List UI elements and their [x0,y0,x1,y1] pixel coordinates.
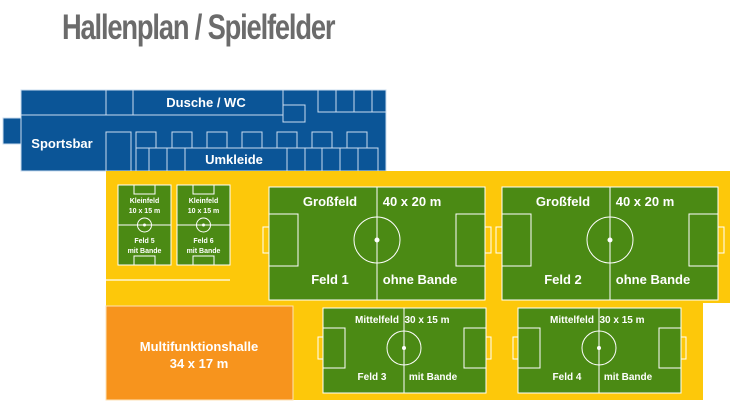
multifunktionshalle-size: 34 x 17 m [170,356,229,371]
field-5-size: 10 x 15 m [129,208,161,215]
field-4-size: 30 x 15 m [599,315,644,326]
field-2[interactable] [495,186,725,301]
field-4-type: Mittelfeld [550,315,594,326]
field-2-boards: ohne Bande [616,272,690,287]
field-3-type: Mittelfeld [355,315,399,326]
page-title: Hallenplan / Spielfelder [62,8,335,47]
field-5[interactable] [117,184,172,266]
field-6-size: 10 x 15 m [188,208,220,215]
field-1-name: Feld 1 [311,272,349,287]
multifunktionshalle-name: Multifunktionshalle [140,339,258,354]
field-1-size: 40 x 20 m [383,194,442,209]
dusche-wc-label: Dusche / WC [166,95,246,110]
field-6[interactable] [176,184,231,266]
field-1-boards: ohne Bande [383,272,457,287]
field-6-name: Feld 6 [193,238,213,245]
field-4-boards: mit Bande [604,372,653,383]
field-5-boards: mit Bande [128,248,162,255]
field-5-type: Kleinfeld [130,198,160,205]
field-3-boards: mit Bande [409,372,458,383]
multifunktionshalle[interactable]: Multifunktionshalle 34 x 17 m [105,305,294,401]
field-2-size: 40 x 20 m [616,194,675,209]
sportsbar-label: Sportsbar [31,136,92,151]
umkleide-label: Umkleide [205,152,263,167]
building-block [2,89,387,172]
field-3-name: Feld 3 [358,372,387,383]
field-4-name: Feld 4 [553,372,582,383]
field-2-name: Feld 2 [544,272,582,287]
field-2-type: Großfeld [536,194,590,209]
field-1[interactable] [262,186,492,301]
field-6-type: Kleinfeld [189,198,219,205]
field-4[interactable] [512,307,687,394]
field-5-name: Feld 5 [134,238,154,245]
field-1-type: Großfeld [303,194,357,209]
field-3-size: 30 x 15 m [404,315,449,326]
field-6-boards: mit Bande [187,248,221,255]
field-3[interactable] [317,307,492,394]
